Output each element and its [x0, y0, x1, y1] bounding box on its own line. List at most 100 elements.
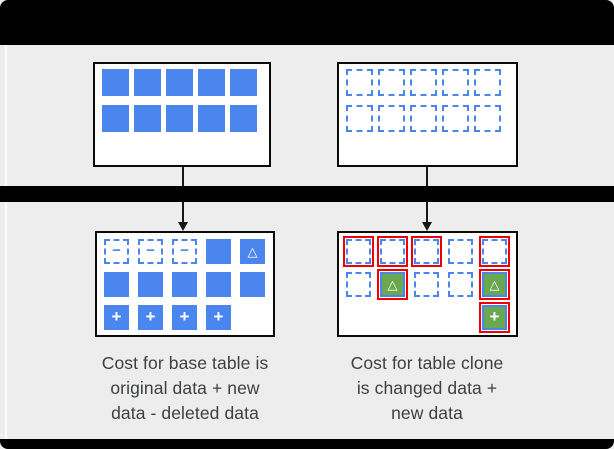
block-solid — [198, 105, 225, 132]
billed-highlight-outline — [343, 236, 374, 267]
billed-highlight-outline: △ — [377, 269, 408, 300]
block-slot — [377, 302, 408, 333]
block-dashed — [414, 239, 439, 264]
block-green-triangle: △ — [380, 272, 405, 297]
block-solid — [134, 69, 161, 96]
block-row: + — [343, 302, 512, 333]
block-dashed — [410, 105, 437, 132]
block-slot — [102, 105, 129, 132]
caption-line: Cost for base table is — [101, 353, 269, 373]
block-dashed — [346, 105, 373, 132]
block-dashed — [414, 272, 439, 297]
block-dashed — [474, 105, 501, 132]
base-table-after-changes-grid: −−−△++++ — [101, 236, 269, 333]
block-slot: △ — [479, 269, 510, 300]
block-row: + + + + — [101, 302, 269, 333]
billed-highlight-outline — [411, 236, 442, 267]
block-row — [102, 69, 262, 96]
block-slot — [343, 269, 374, 300]
block-dashed — [442, 105, 469, 132]
block-slot — [474, 105, 501, 132]
block-solid-triangle: △ — [240, 239, 265, 264]
block-slot: + — [479, 302, 510, 333]
block-dashed-minus: − — [138, 239, 163, 264]
block-dashed — [474, 69, 501, 96]
plus-icon: + — [489, 307, 500, 326]
block-slot — [203, 236, 234, 267]
caption-line: is changed data + — [356, 378, 498, 398]
block-dashed-minus: − — [104, 239, 129, 264]
bottom-black-bar — [0, 439, 614, 449]
table-clone-after-changes-box: △ △ + — [337, 231, 518, 337]
block-slot — [410, 69, 437, 96]
block-slot — [203, 269, 234, 300]
block-solid-plus: + — [138, 305, 163, 330]
block-slot — [377, 236, 408, 267]
block-solid — [166, 105, 193, 132]
block-slot — [378, 69, 405, 96]
plus-icon: + — [111, 307, 122, 326]
block-slot — [169, 269, 200, 300]
block-dashed — [378, 69, 405, 96]
block-slot — [198, 105, 225, 132]
block-solid — [134, 105, 161, 132]
billed-highlight-outline: △ — [479, 269, 510, 300]
block-green-plus: + — [482, 305, 507, 330]
block-dashed — [378, 105, 405, 132]
block-dashed — [482, 239, 507, 264]
block-solid — [206, 239, 231, 264]
block-slot — [343, 302, 374, 333]
block-dashed — [346, 69, 373, 96]
block-slot — [134, 69, 161, 96]
block-solid — [230, 105, 257, 132]
top-black-bar — [0, 0, 614, 45]
block-slot — [479, 236, 510, 267]
block-slot — [442, 105, 469, 132]
block-slot — [230, 105, 257, 132]
block-slot — [445, 302, 476, 333]
block-slot — [378, 105, 405, 132]
base-table-after-changes-box: −−−△++++ — [95, 231, 275, 337]
delta-icon: △ — [247, 244, 258, 259]
table-clone-after-changes-grid: △ △ + — [343, 236, 512, 333]
minus-icon: − — [112, 242, 121, 259]
block-row — [102, 105, 262, 132]
billed-highlight-outline: + — [479, 302, 510, 333]
base-table-arrow-head-icon — [178, 222, 188, 231]
table-clone-box — [337, 62, 518, 167]
block-solid — [102, 105, 129, 132]
block-slot — [166, 105, 193, 132]
block-slot — [237, 302, 268, 333]
block-solid — [102, 69, 129, 96]
minus-icon: − — [146, 242, 155, 259]
block-slot: − — [169, 236, 200, 267]
block-slot — [230, 69, 257, 96]
block-slot: △ — [377, 269, 408, 300]
block-solid — [104, 272, 129, 297]
base-table-grid — [102, 69, 262, 132]
block-slot — [410, 105, 437, 132]
block-solid-plus: + — [172, 305, 197, 330]
block-slot — [101, 269, 132, 300]
block-slot — [343, 236, 374, 267]
caption-line: new data — [391, 403, 463, 423]
block-slot — [411, 269, 442, 300]
block-slot — [474, 69, 501, 96]
block-slot — [411, 236, 442, 267]
block-solid — [172, 272, 197, 297]
billed-highlight-outline — [479, 236, 510, 267]
caption-line: original data + new — [110, 378, 260, 398]
block-dashed — [442, 69, 469, 96]
billed-highlight-outline — [377, 236, 408, 267]
block-row — [346, 69, 509, 96]
block-slot: + — [101, 302, 132, 333]
block-solid — [230, 69, 257, 96]
plus-icon: + — [145, 307, 156, 326]
block-dashed-minus: − — [172, 239, 197, 264]
block-row: −−−△ — [101, 236, 269, 267]
block-solid-plus: + — [206, 305, 231, 330]
block-slot: − — [135, 236, 166, 267]
delta-icon: △ — [387, 277, 398, 292]
block-slot — [102, 69, 129, 96]
